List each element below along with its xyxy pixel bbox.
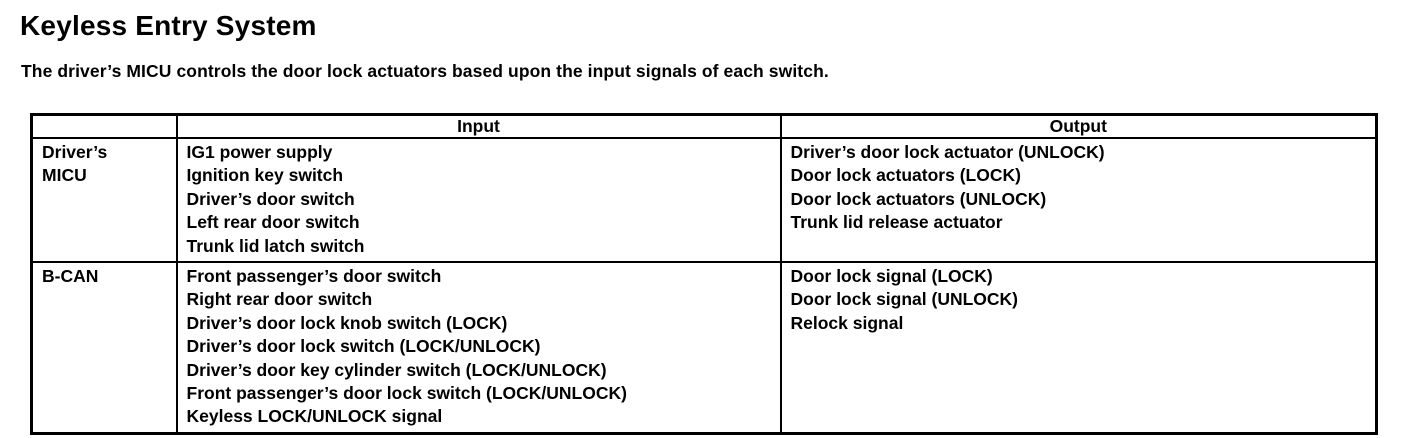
input-item: Driver’s door lock knob switch (LOCK) — [186, 312, 508, 333]
input-cell: IG1 power supply Ignition key switch Dri… — [175, 136, 782, 264]
input-item: Ignition key switch — [186, 165, 344, 186]
output-item: Trunk lid release actuator — [790, 212, 1003, 233]
source-label: MICU — [42, 165, 87, 186]
output-item: Door lock actuators (UNLOCK) — [790, 188, 1047, 209]
page-title: Keyless Entry System — [20, 10, 317, 41]
output-item: Door lock signal (UNLOCK) — [790, 289, 1019, 310]
output-item: Door lock signal (LOCK) — [790, 266, 993, 287]
input-item: Trunk lid latch switch — [186, 235, 365, 256]
output-item: Relock signal — [790, 312, 904, 333]
output-cell: Door lock signal (LOCK) Door lock signal… — [779, 261, 1378, 435]
source-label: B-CAN — [42, 266, 99, 287]
source-label: Driver’s — [42, 142, 108, 162]
header-source — [30, 113, 178, 139]
source-cell: Driver’s MICU — [30, 136, 178, 264]
output-cell: Driver’s door lock actuator (UNLOCK) Doo… — [779, 136, 1378, 264]
table-header-row: Input Output — [30, 113, 1378, 139]
intro-text: The driver’s MICU controls the door lock… — [21, 61, 829, 81]
input-item: Driver’s door lock switch (LOCK/UNLOCK) — [186, 336, 541, 357]
source-cell: B-CAN — [30, 261, 178, 435]
input-item: IG1 power supply — [186, 142, 333, 162]
input-item: Left rear door switch — [186, 212, 360, 233]
output-item: Door lock actuators (LOCK) — [790, 165, 1021, 186]
table-row-b-can: B-CAN Front passenger’s door switch Righ… — [30, 261, 1378, 435]
output-item: Driver’s door lock actuator (UNLOCK) — [790, 142, 1105, 162]
input-item: Front passenger’s door switch — [186, 266, 442, 287]
input-item: Keyless LOCK/UNLOCK signal — [186, 406, 443, 427]
header-input: Input — [175, 113, 782, 139]
keyless-entry-io-table: Input Output Driver’s MICU IG1 power sup… — [30, 113, 1378, 435]
input-item: Driver’s door switch — [186, 188, 355, 209]
input-item: Right rear door switch — [186, 289, 373, 310]
table-row-drivers-micu: Driver’s MICU IG1 power supply Ignition … — [30, 136, 1378, 264]
input-item: Driver’s door key cylinder switch (LOCK/… — [186, 359, 607, 380]
input-cell: Front passenger’s door switch Right rear… — [175, 261, 782, 435]
input-item: Front passenger’s door lock switch (LOCK… — [186, 383, 627, 404]
header-output: Output — [779, 113, 1378, 139]
